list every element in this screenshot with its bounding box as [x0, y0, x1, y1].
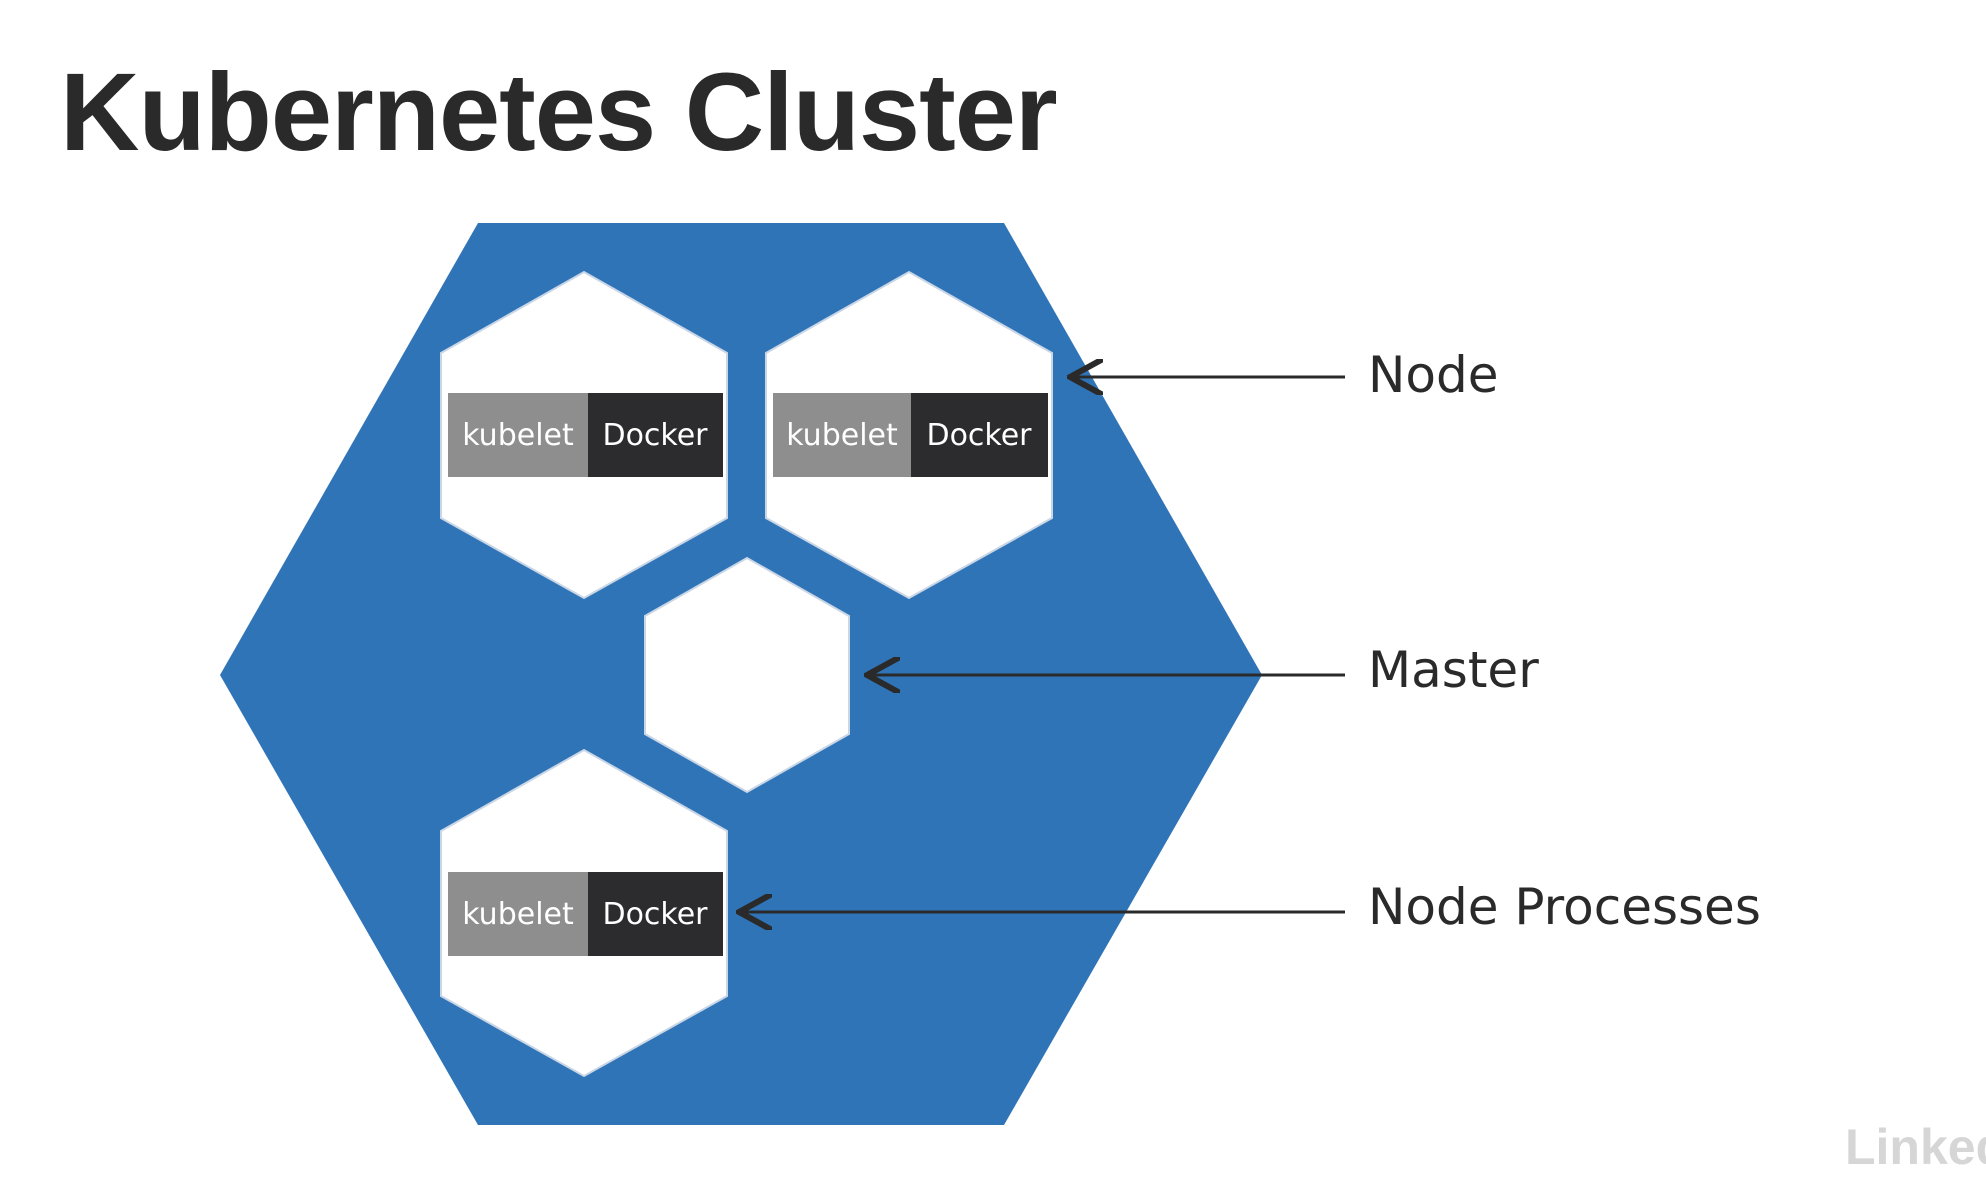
docker-label: Docker	[602, 897, 708, 932]
kubelet-block	[448, 393, 588, 477]
node-processes-label: Node Processes	[1368, 878, 1761, 936]
kubelet-block	[448, 872, 588, 956]
docker-label: Docker	[602, 418, 708, 453]
docker-block	[588, 393, 723, 477]
docker-label: Docker	[926, 418, 1032, 453]
kubelet-label: kubelet	[462, 418, 574, 453]
master-hexagon	[644, 556, 850, 794]
node-label: Node	[1368, 346, 1499, 404]
docker-block	[588, 872, 723, 956]
kubelet-label: kubelet	[786, 418, 898, 453]
linkedin-watermark-logo: Linked	[1845, 1119, 1986, 1175]
slide-title: Kubernetes Cluster	[60, 51, 1058, 174]
node-hexagon-1: kubelet Docker	[440, 270, 728, 600]
kubelet-block	[773, 393, 911, 477]
master-label: Master	[1368, 641, 1539, 699]
kubelet-label: kubelet	[462, 897, 574, 932]
node-hexagon-2: kubelet Docker	[765, 270, 1053, 600]
docker-block	[911, 393, 1048, 477]
node-hexagon-3: kubelet Docker	[440, 748, 728, 1078]
